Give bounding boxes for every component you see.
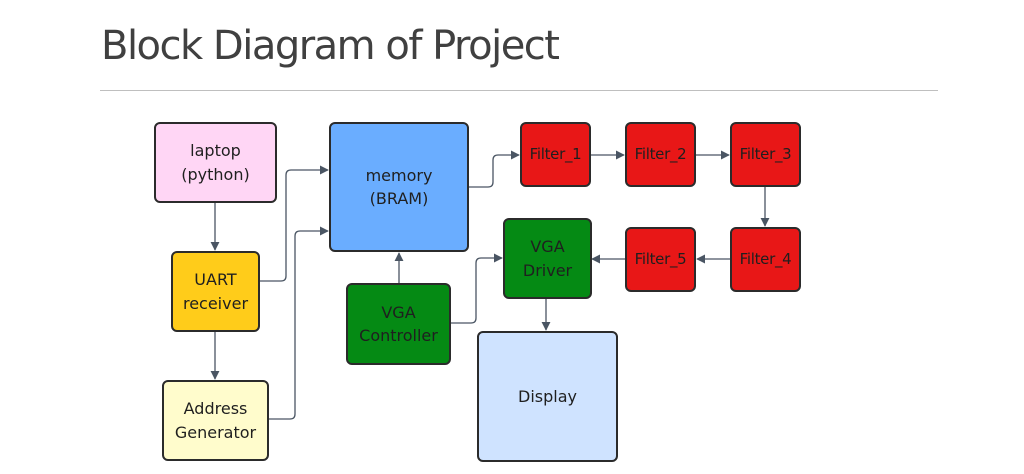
block-uart-receiver: UART receiver <box>171 251 260 332</box>
block-laptop: laptop (python) <box>154 122 277 203</box>
connector-memory-filter1 <box>469 150 520 188</box>
block-vga-driver: VGA Driver <box>503 218 592 299</box>
block-filter-4: Filter_4 <box>730 227 801 292</box>
block-filter-3: Filter_3 <box>730 122 801 187</box>
connector-vgactrl-vgadriver <box>451 253 503 324</box>
block-memory-bram: memory (BRAM) <box>329 122 469 252</box>
title-divider <box>100 90 938 91</box>
block-filter-2: Filter_2 <box>625 122 696 187</box>
block-filter-5: Filter_5 <box>625 227 696 292</box>
connector-uart-memory <box>260 165 329 282</box>
connector-address-memory <box>269 226 329 420</box>
block-vga-controller: VGA Controller <box>346 283 451 365</box>
slide-title: Block Diagram of Project <box>101 23 560 69</box>
block-address-generator: Address Generator <box>162 380 269 461</box>
block-display: Display <box>477 331 618 462</box>
block-filter-1: Filter_1 <box>520 122 591 187</box>
